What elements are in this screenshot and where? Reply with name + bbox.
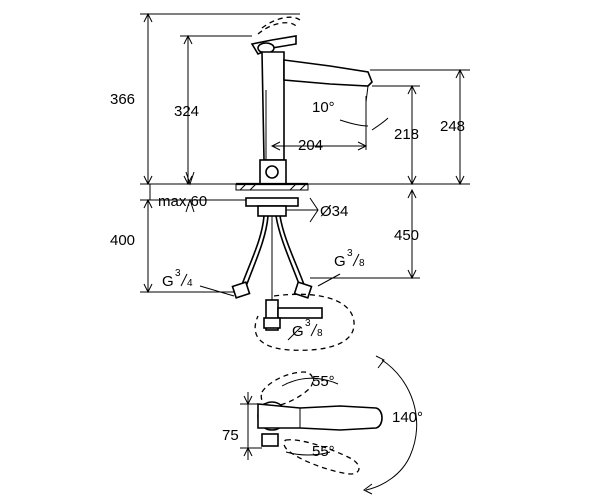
dimension-lines — [140, 12, 470, 341]
dim-spout-height: 324 — [174, 103, 199, 120]
thread-left-prefix: G — [162, 273, 174, 290]
dim-lever-angle-upper: 55° — [312, 373, 335, 390]
spout — [283, 59, 373, 87]
dim-lever-width: 75 — [222, 427, 239, 444]
faucet-body — [261, 51, 285, 161]
dim-hole-diameter: Ø34 — [320, 203, 348, 220]
lever-top-view — [257, 403, 383, 431]
dim-spout-angle: 10° — [312, 99, 335, 116]
faucet-top-view — [240, 355, 418, 495]
dim-hose-drop: 450 — [394, 227, 419, 244]
dim-spout-reach: 204 — [298, 137, 323, 154]
dim-deck-thickness: max.60 — [158, 193, 207, 210]
thread-left-den: 4 — [187, 278, 193, 289]
dim-total-height: 366 — [110, 91, 135, 108]
thread-tee-num: 3 — [305, 318, 311, 329]
dim-hose-length: 400 — [110, 232, 135, 249]
thread-right-num: 3 — [347, 248, 353, 259]
dim-outlet-height: 218 — [394, 126, 419, 143]
thread-tee-prefix: G — [292, 323, 304, 340]
dim-lever-angle-lower: 55° — [312, 443, 335, 460]
faucet-side-view — [231, 16, 373, 351]
thread-right-prefix: G — [334, 253, 346, 270]
thread-left-num: 3 — [175, 268, 181, 279]
dim-lever-arc: 140° — [392, 409, 423, 426]
dim-body-height: 248 — [440, 118, 465, 135]
thread-tee-den: 8 — [317, 328, 323, 339]
thread-right-den: 8 — [359, 258, 365, 269]
